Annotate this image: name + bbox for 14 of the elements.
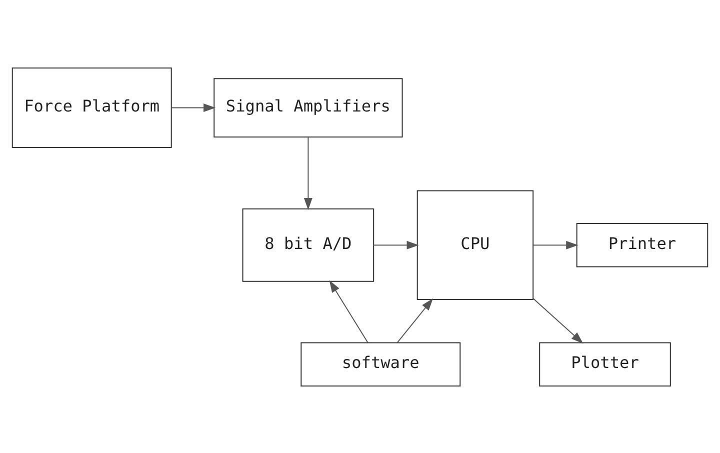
node-box: 8 bit A/D [242, 208, 374, 282]
node-box: Signal Amplifiers [214, 78, 403, 137]
arrow [397, 298, 434, 342]
node-box: CPU [416, 190, 534, 300]
arrow [304, 136, 312, 210]
node-box: Force Platform [12, 67, 172, 148]
node-box: software [300, 342, 461, 386]
node-box: Printer [576, 222, 708, 267]
arrow [374, 240, 419, 249]
arrow [532, 298, 584, 344]
arrow [533, 240, 578, 249]
arrow [329, 280, 368, 342]
node-box: Plotter [539, 342, 671, 386]
arrow [172, 103, 216, 112]
